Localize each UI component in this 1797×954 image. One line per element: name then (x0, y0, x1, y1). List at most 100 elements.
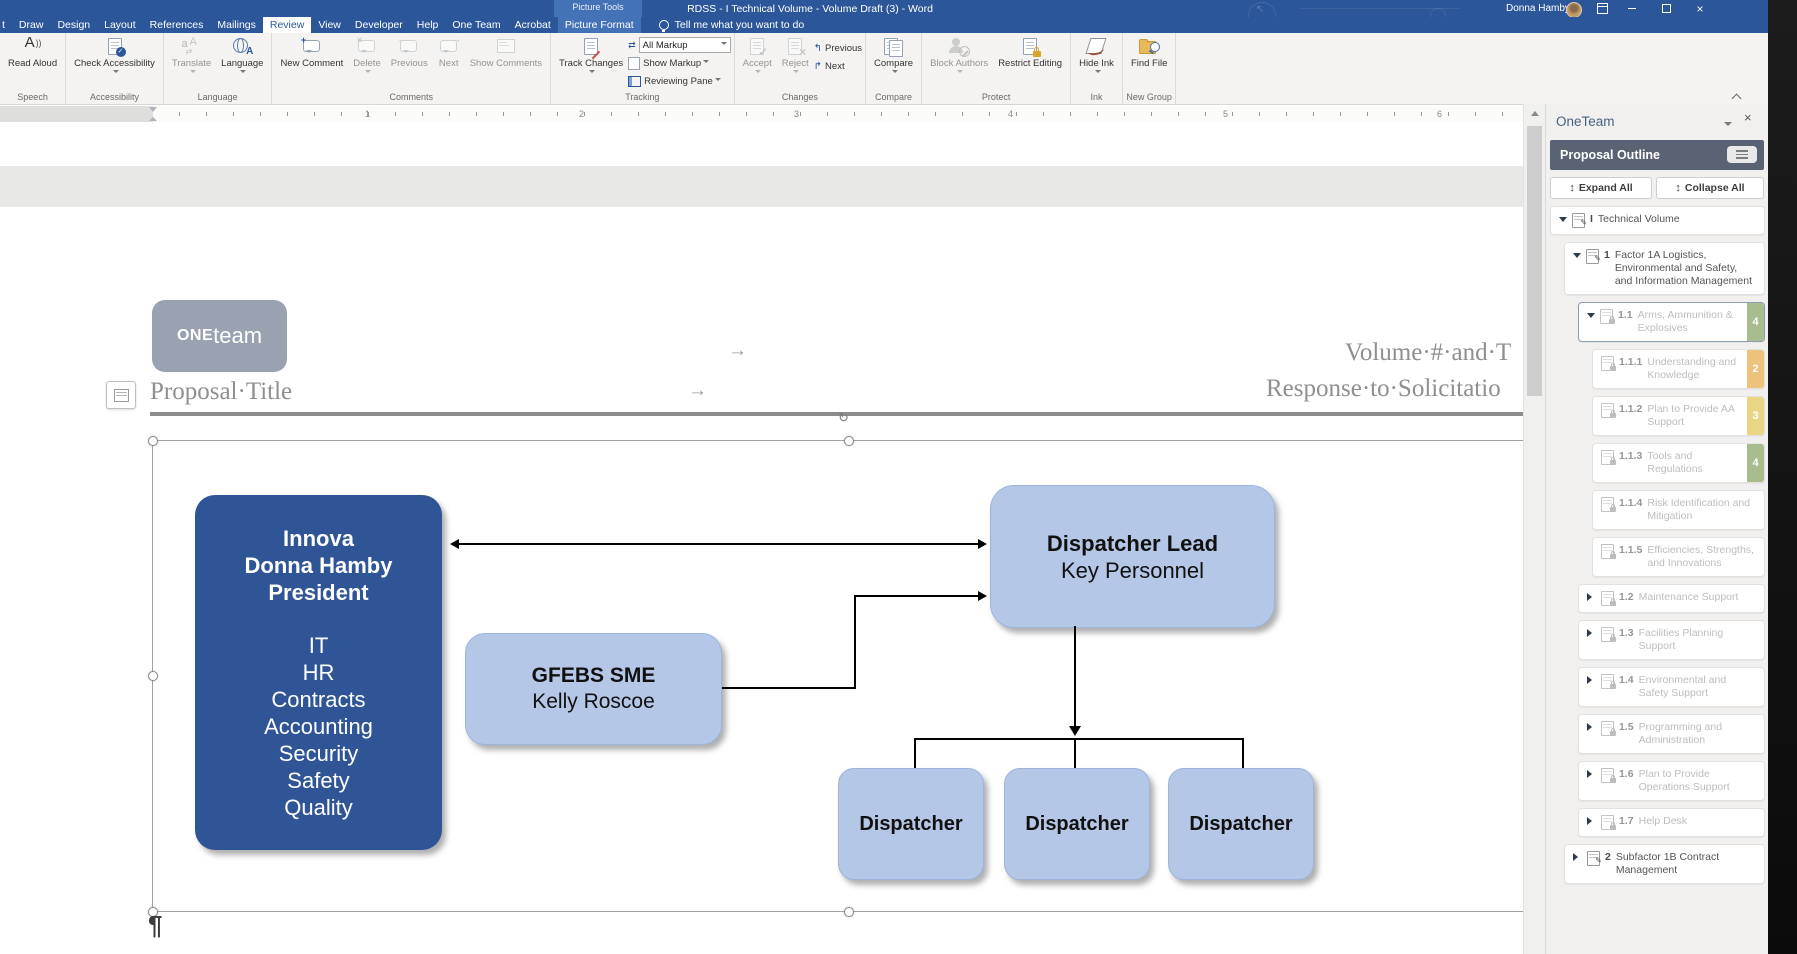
reject-button[interactable]: × Reject (777, 35, 814, 91)
tab-picture-format[interactable]: Picture Format (557, 17, 641, 33)
outline-item-1-1-3[interactable]: 1.1.3 Tools and Regulations 4 (1592, 443, 1765, 483)
outline-item-1-6[interactable]: 1.6 Plan to Provide Operations Support (1578, 761, 1765, 801)
item-number: 1.3 (1619, 627, 1634, 639)
tab-mailings[interactable]: Mailings (217, 19, 256, 31)
outline-item-1-1-2[interactable]: 1.1.2 Plan to Provide AA Support 3 (1592, 396, 1765, 436)
accept-button[interactable]: ✓ Accept (738, 35, 777, 91)
layout-options-button[interactable] (106, 381, 136, 409)
chevron-right-icon[interactable] (1587, 593, 1596, 601)
tab-acrobat[interactable]: Acrobat (514, 19, 551, 31)
item-label: Environmental and Safety Support (1638, 674, 1727, 699)
next-comment-icon: → (438, 34, 461, 57)
scroll-up-button[interactable] (1524, 104, 1546, 122)
tab-review[interactable]: Review (262, 17, 312, 33)
outline-item-technical-volume[interactable]: ✎ I Technical Volume (1550, 206, 1765, 235)
resize-handle-mid-left[interactable] (148, 671, 158, 681)
track-changes-label: Track Changes (559, 58, 624, 69)
tab-design[interactable]: Design (57, 19, 91, 31)
close-button[interactable]: × (1686, 0, 1714, 17)
all-markup-combobox[interactable]: All Markup (638, 37, 731, 53)
group-label-accessibility: Accessibility (90, 92, 140, 102)
outline-item-1-7[interactable]: 1.7 Help Desk (1578, 808, 1765, 837)
new-comment-button[interactable]: + New Comment (275, 35, 348, 91)
outline-item-1-5[interactable]: 1.5 Programming and Administration (1578, 714, 1765, 754)
panel-dropdown-icon[interactable] (1724, 122, 1732, 130)
resize-handle-top-left[interactable] (148, 436, 158, 446)
collapse-ribbon-icon[interactable] (1732, 92, 1742, 102)
tab-references[interactable]: References (149, 19, 204, 31)
panel-close-icon[interactable]: × (1744, 110, 1752, 125)
hide-ink-button[interactable]: Hide Ink (1074, 35, 1119, 91)
delete-comment-label: Delete (353, 58, 381, 69)
tab-partial[interactable]: t (2, 19, 5, 31)
status-badge: 2 (1747, 350, 1764, 388)
read-aloud-button[interactable]: A)) Read Aloud (3, 35, 62, 91)
restrict-editing-button[interactable]: Restrict Editing (993, 35, 1067, 91)
chevron-right-icon[interactable] (1587, 629, 1596, 637)
tab-layout[interactable]: Layout (104, 19, 136, 31)
language-button[interactable]: A Language (216, 35, 268, 91)
next-comment-button[interactable]: → Next (433, 34, 465, 91)
previous-comment-button[interactable]: ← Previous (386, 34, 433, 91)
chevron-right-icon[interactable] (1587, 676, 1596, 684)
outline-item-1-1-4[interactable]: 1.1.4 Risk Identification and Mitigation (1592, 490, 1765, 530)
tell-me-box[interactable]: Tell me what you want to do (658, 17, 804, 33)
outline-item-factor-1a[interactable]: ✎ 1 Factor 1A Logistics, Environmental a… (1564, 242, 1765, 295)
compare-button[interactable]: Compare (869, 35, 918, 91)
tab-help[interactable]: Help (416, 19, 439, 31)
logo-one-text: ONE (176, 327, 214, 344)
user-name[interactable]: Donna Hamby (1506, 3, 1570, 14)
scrollbar-thumb[interactable] (1527, 126, 1542, 396)
ribbon-display-options-button[interactable] (1588, 0, 1616, 17)
rotate-handle[interactable]: ↻ (838, 410, 849, 425)
chevron-right-icon[interactable] (1587, 817, 1596, 825)
show-comments-button[interactable]: Show Comments (465, 35, 547, 91)
indent-markers[interactable] (148, 106, 159, 122)
chevron-right-icon[interactable] (1587, 770, 1596, 778)
restore-button[interactable] (1652, 0, 1680, 17)
delete-comment-icon: × (356, 35, 378, 57)
block-authors-button[interactable]: Block Authors (925, 35, 993, 91)
tab-developer[interactable]: Developer (354, 19, 403, 31)
check-accessibility-button[interactable]: ✓ Check Accessibility (69, 35, 160, 91)
find-file-button[interactable]: Find File (1126, 35, 1172, 91)
outline-menu-button[interactable] (1727, 146, 1757, 163)
previous-change-button[interactable]: ↰ Previous (814, 39, 862, 57)
avatar[interactable] (1566, 2, 1582, 18)
delete-comment-button[interactable]: × Delete (348, 35, 385, 91)
item-label: Plan to Provide AA Support (1647, 403, 1735, 428)
chevron-right-icon[interactable] (1573, 853, 1582, 861)
resize-handle-top-center[interactable] (844, 436, 854, 446)
track-changes-button[interactable]: Track Changes (554, 35, 628, 91)
minimize-button[interactable] (1618, 0, 1646, 17)
outline-item-1-1-5[interactable]: 1.1.5 Efficiencies, Strengths, and Innov… (1592, 537, 1765, 577)
expand-all-button[interactable]: ↕ Expand All (1550, 177, 1652, 199)
outline-item-1-4[interactable]: 1.4 Environmental and Safety Support (1578, 667, 1765, 707)
tab-draw[interactable]: Draw (18, 19, 44, 31)
resize-handle-bottom-left[interactable] (148, 907, 158, 917)
dept-line: IT (308, 632, 329, 658)
tab-one-team[interactable]: One Team (452, 19, 501, 31)
chevron-down-icon[interactable] (1587, 313, 1595, 322)
tab-view[interactable]: View (318, 19, 341, 31)
outline-item-subfactor-1b[interactable]: ✎ 2 Subfactor 1B Contract Management (1564, 844, 1765, 884)
outline-item-1-1[interactable]: 1.1 Arms, Ammunition & Explosives 4 (1578, 302, 1765, 342)
next-change-button[interactable]: ↱ Next (814, 57, 862, 75)
outline-item-1-2[interactable]: 1.2 Maintenance Support (1578, 584, 1765, 613)
language-label: Language (221, 58, 264, 69)
resize-handle-bottom-center[interactable] (844, 907, 854, 917)
chevron-down-icon[interactable] (1573, 253, 1581, 262)
chevron-down-icon[interactable] (1559, 217, 1567, 226)
connector-gfebs-vertical (854, 596, 856, 689)
reviewing-pane-row[interactable]: Reviewing Pane (628, 72, 731, 90)
outline-item-1-3[interactable]: 1.3 Facilities Planning Support (1578, 620, 1765, 660)
collapse-all-button[interactable]: ↕ Collapse All (1656, 177, 1764, 199)
previous-comment-icon: ← (397, 34, 420, 57)
show-markup-row[interactable]: Show Markup (628, 54, 731, 72)
vertical-scrollbar[interactable] (1523, 104, 1546, 954)
outline-item-1-1-1[interactable]: 1.1.1 Understanding and Knowledge 2 (1592, 349, 1765, 389)
group-label-changes: Changes (781, 92, 818, 102)
chevron-right-icon[interactable] (1587, 723, 1596, 731)
